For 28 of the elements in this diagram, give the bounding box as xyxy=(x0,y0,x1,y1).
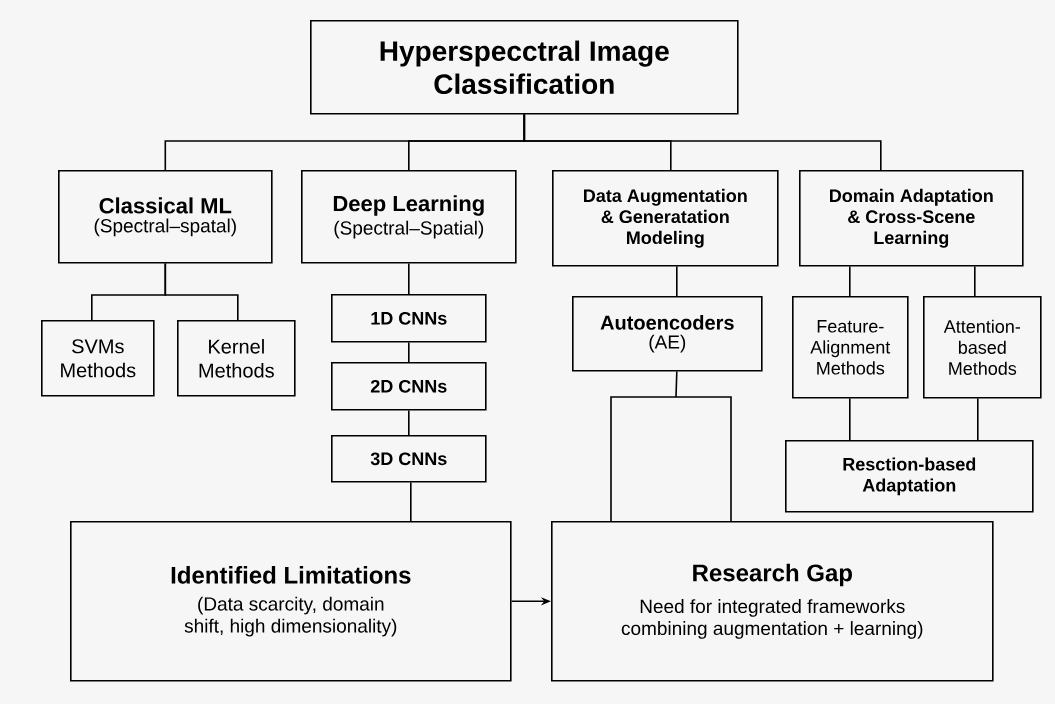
connector-line xyxy=(408,262,410,295)
method-box: 2D CNNs xyxy=(331,362,487,411)
connector-line xyxy=(849,265,851,297)
connector-line xyxy=(523,113,882,171)
method-box: 3D CNNs xyxy=(331,435,487,483)
category-box: Deep Learning (Spectral–Spatial) xyxy=(301,170,517,264)
connector-line xyxy=(977,397,979,441)
method-box: Kernel Methods xyxy=(177,320,296,397)
connector-line xyxy=(164,262,239,321)
connector-line xyxy=(849,397,851,441)
method-box: SVMs Methods xyxy=(41,320,155,397)
connector-line xyxy=(410,481,412,522)
method-box: Feature-Alignment Methods xyxy=(792,296,909,399)
category-box: Classical ML (Spectral–spatal) xyxy=(58,170,273,264)
summary-box: Identified Limitations (Data scarcity, domain shift, high dimensionality) xyxy=(70,521,512,682)
category-box: Data Augmentation & Generatation Modeling xyxy=(552,170,779,267)
connector-line xyxy=(676,265,678,297)
method-box: Autoencoders (AE) xyxy=(572,296,763,372)
connector-line xyxy=(610,370,732,522)
connector-line xyxy=(408,341,410,363)
category-box: Domain Adaptation & Cross-Scene Learning xyxy=(799,170,1024,267)
method-box: 1D CNNs xyxy=(331,294,487,343)
connector-line xyxy=(408,409,410,436)
summary-box: Research Gap Need for integrated frameworks combining augmentation + learning) xyxy=(551,521,994,682)
method-box: Resction-based Adaptation xyxy=(785,440,1034,513)
title-box: Hyperspecctral Image Classification xyxy=(310,20,739,115)
connector-line xyxy=(974,265,976,297)
method-box: Attention-based Methods xyxy=(923,296,1042,399)
